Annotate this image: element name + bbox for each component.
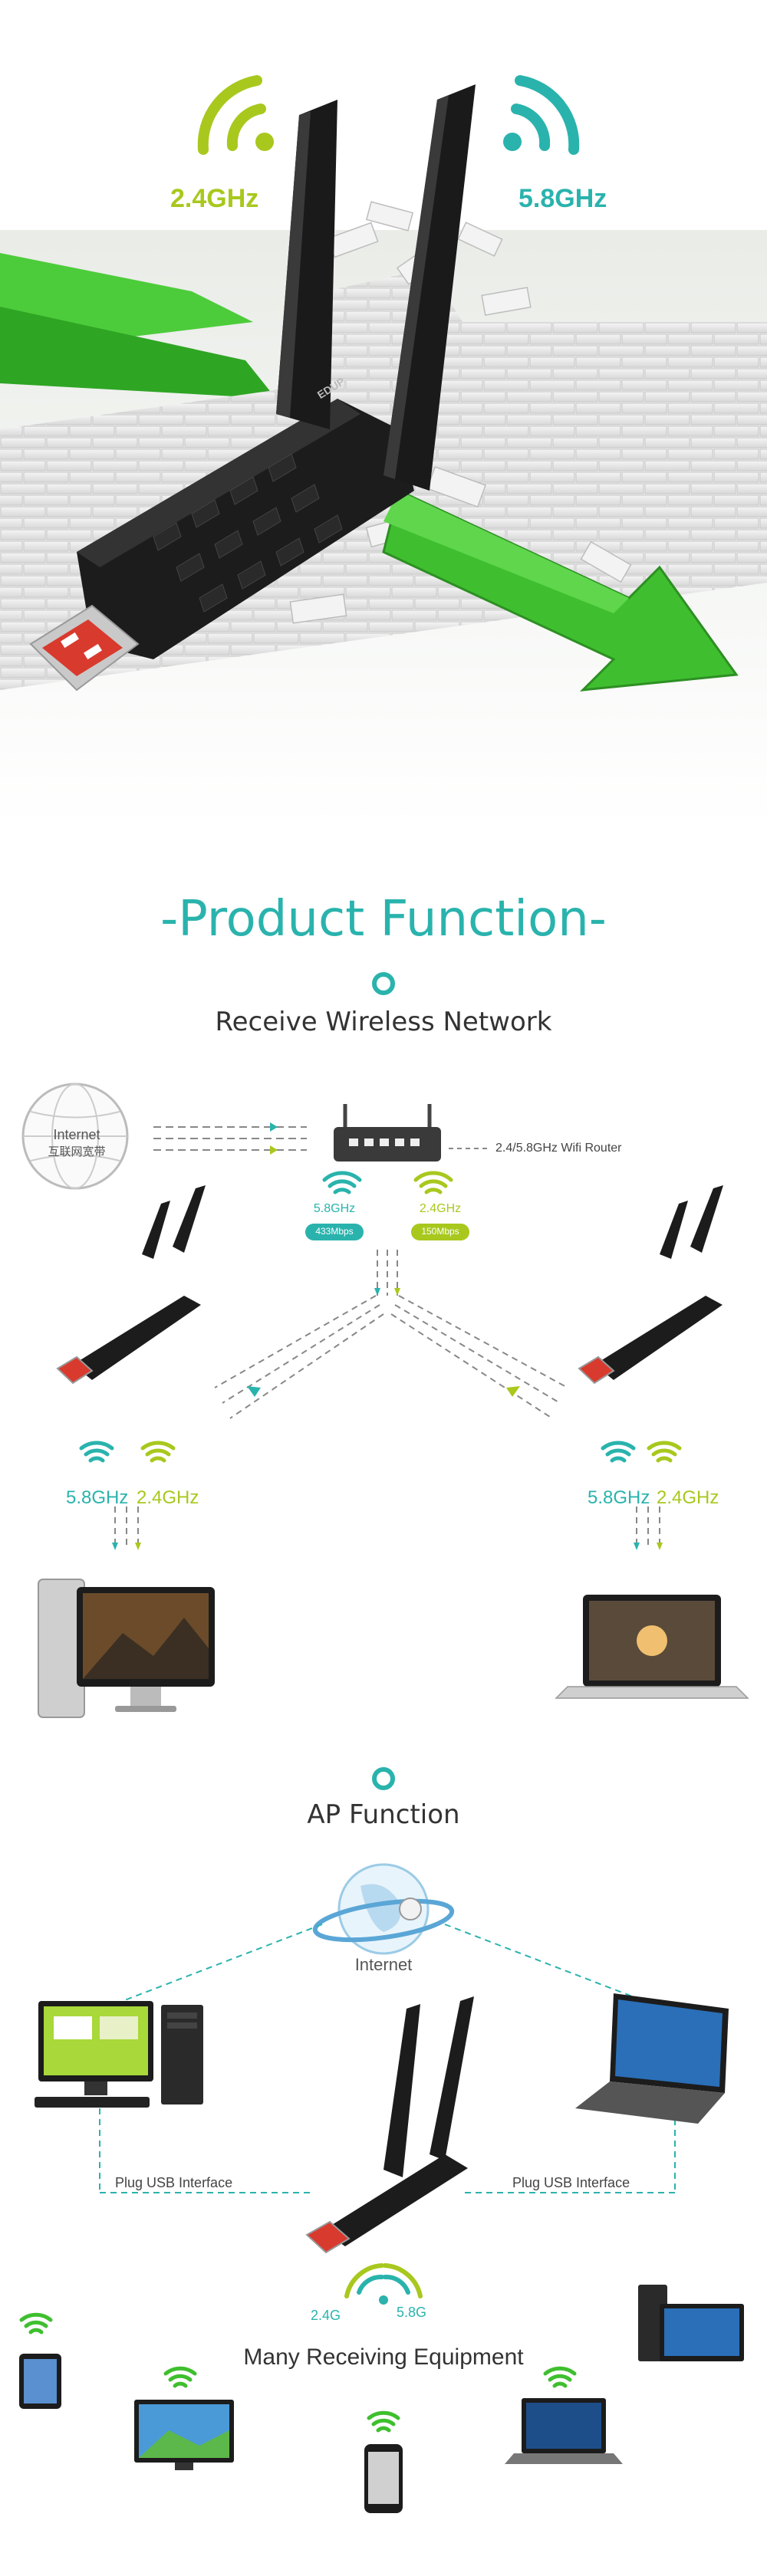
receive-heading: Receive Wireless Network — [215, 1007, 552, 1037]
badge-24-band: 2.4GHz — [419, 1202, 462, 1215]
left-band-24: 2.4GHz — [137, 1487, 199, 1508]
dual-wifi-icon — [344, 2263, 423, 2305]
ap-band-24: 2.4G — [311, 2308, 341, 2323]
band-58-label: 5.8GHz — [518, 184, 607, 213]
hero-banner: 2.4GHz 5.8GHz EDUP — [0, 0, 767, 828]
hero-illustration — [0, 75, 767, 828]
band-24-label: 2.4GHz — [170, 184, 259, 213]
section-marker-icon — [372, 1767, 395, 1790]
plug-usb-right: Plug USB Interface — [512, 2175, 630, 2190]
laptop-icon — [555, 1595, 749, 1699]
usb-adapter-left-icon — [56, 1185, 206, 1385]
internet-globe-icon — [21, 1083, 129, 1190]
laptop-icon — [575, 1993, 729, 2124]
ap-band-58: 5.8G — [397, 2305, 427, 2320]
right-band-24: 2.4GHz — [657, 1487, 719, 1508]
internet-sublabel: 互联网宽带 — [48, 1145, 106, 1158]
usb-adapter-center-icon — [305, 1996, 474, 2254]
wifi-notebook-icon — [543, 2366, 577, 2388]
receive-diagram — [21, 1083, 749, 1718]
ap-heading: AP Function — [307, 1799, 460, 1830]
tv-icon — [134, 2400, 234, 2470]
notebook-icon — [505, 2398, 623, 2464]
router-label: 2.4/5.8GHz Wifi Router — [495, 1142, 622, 1155]
desktop-computer-icon — [38, 1579, 215, 1718]
tablet-icon — [19, 2354, 61, 2409]
plug-usb-left: Plug USB Interface — [115, 2175, 233, 2190]
wifi-tv-icon — [163, 2366, 197, 2388]
right-band-58: 5.8GHz — [588, 1487, 650, 1508]
wifi-24-icon — [197, 75, 274, 155]
wifi-24-small-icon — [413, 1171, 453, 1194]
badge-58-band: 5.8GHz — [313, 1202, 356, 1215]
desktop-pc-right-icon — [638, 2285, 744, 2361]
usb-adapter-right-icon — [578, 1185, 723, 1385]
wifi-tablet-icon — [19, 2312, 53, 2334]
left-band-58: 5.8GHz — [66, 1487, 129, 1508]
ap-diagram — [19, 1863, 744, 2513]
internet-label: Internet — [53, 1127, 100, 1142]
desktop-pc-icon — [35, 2001, 203, 2108]
wifi-phone-icon — [367, 2410, 400, 2433]
section-marker-icon — [372, 972, 395, 995]
usb-adapter — [29, 399, 414, 692]
wifi-58-small-icon — [322, 1171, 362, 1194]
router-icon — [334, 1104, 441, 1162]
internet-globe-icon — [312, 1863, 455, 1955]
ap-internet-label: Internet — [354, 1955, 413, 1974]
antennas — [276, 84, 476, 491]
main-title: -Product Function- — [160, 891, 607, 948]
wifi-58-icon — [503, 75, 580, 155]
many-receiving-label: Many Receiving Equipment — [243, 2344, 524, 2370]
badge-58-speed: 433Mbps — [315, 1226, 354, 1237]
phone-icon — [364, 2444, 403, 2513]
internet-label-wrap: Internet 互联网宽带 — [0, 1078, 153, 1159]
badge-24-speed: 150Mbps — [421, 1226, 459, 1237]
